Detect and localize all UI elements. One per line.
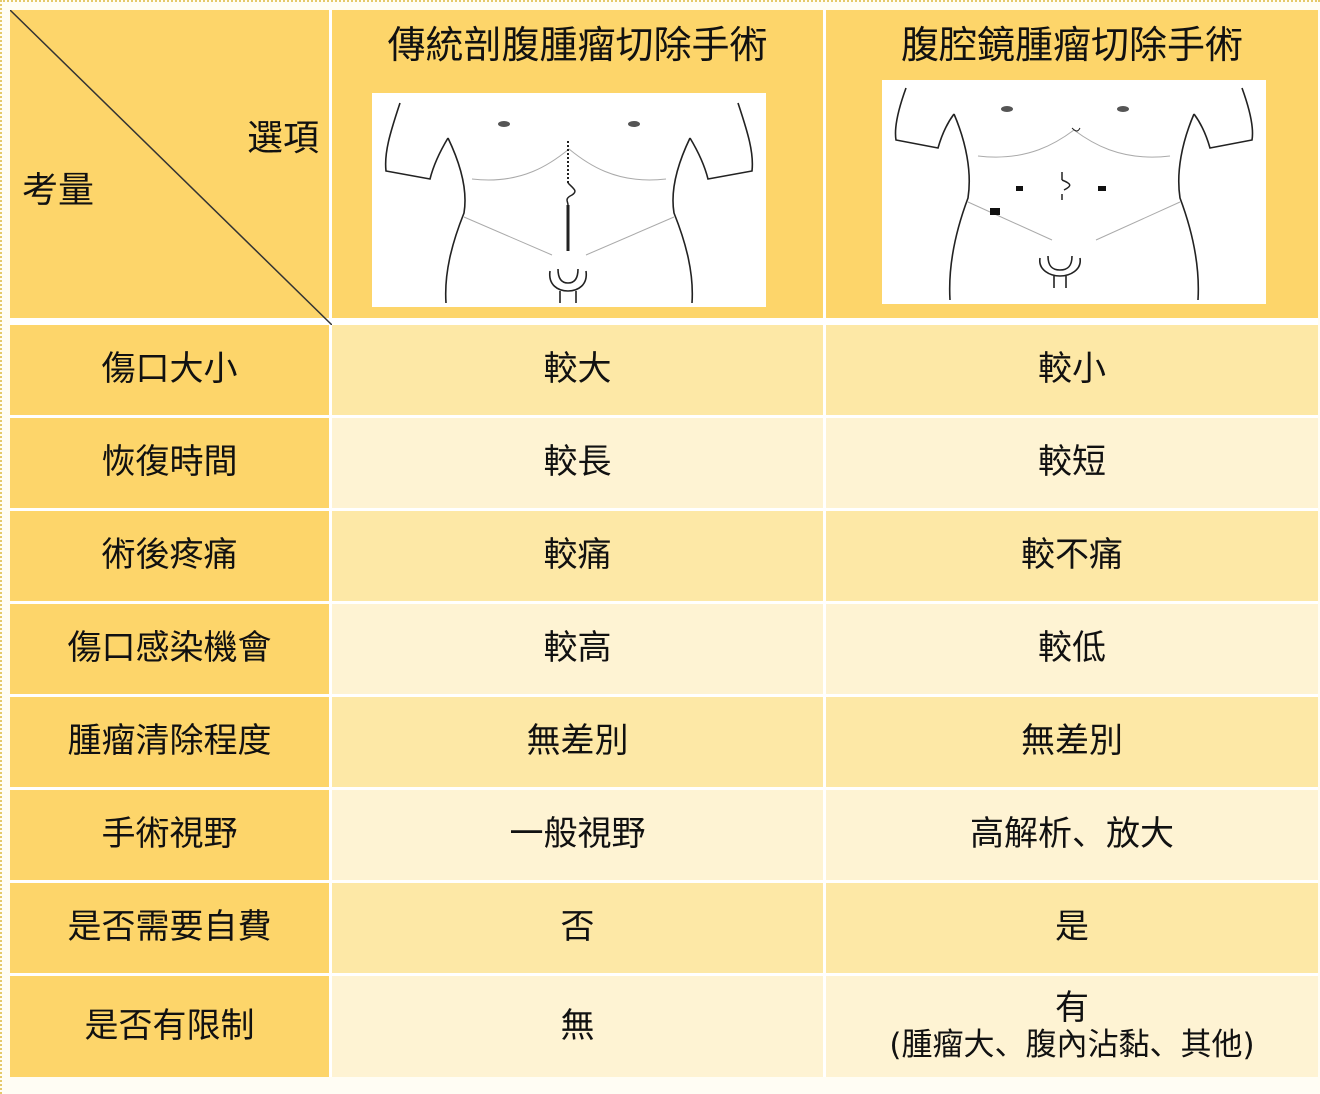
traditional-value: 一般視野 bbox=[332, 790, 826, 883]
open-surgery-incision-illustration bbox=[372, 93, 766, 307]
laparoscopic-value: 有 (腫瘤大、腹內沾黏、其他) bbox=[826, 976, 1318, 1077]
table-row: 是否需要自費 否 是 bbox=[10, 883, 1318, 976]
laparoscopic-incision-illustration bbox=[882, 80, 1266, 304]
row-label: 術後疼痛 bbox=[10, 511, 332, 604]
laparoscopic-surgery-title: 腹腔鏡腫瘤切除手術 bbox=[900, 23, 1243, 67]
traditional-value: 較大 bbox=[332, 325, 826, 418]
header-laparoscopic-surgery: 腹腔鏡腫瘤切除手術 bbox=[826, 10, 1318, 325]
traditional-value: 無差別 bbox=[332, 697, 826, 790]
laparoscopic-value: 較短 bbox=[826, 418, 1318, 511]
row-label: 手術視野 bbox=[10, 790, 332, 883]
laparoscopic-value: 高解析、放大 bbox=[826, 790, 1318, 883]
header-row: 選項 考量 傳統剖腹腫瘤切除手術 bbox=[10, 10, 1318, 325]
traditional-surgery-title: 傳統剖腹腫瘤切除手術 bbox=[387, 23, 768, 67]
consideration-label: 考量 bbox=[22, 170, 95, 211]
row-label: 傷口大小 bbox=[10, 325, 332, 418]
laparoscopic-value: 較不痛 bbox=[826, 511, 1318, 604]
traditional-value: 較長 bbox=[332, 418, 826, 511]
laparoscopic-value: 無差別 bbox=[826, 697, 1318, 790]
row-label: 是否需要自費 bbox=[10, 883, 332, 976]
table-row: 是否有限制 無 有 (腫瘤大、腹內沾黏、其他) bbox=[10, 976, 1318, 1077]
row-label: 傷口感染機會 bbox=[10, 604, 332, 697]
options-label: 選項 bbox=[246, 118, 319, 159]
header-traditional-surgery: 傳統剖腹腫瘤切除手術 bbox=[332, 10, 826, 325]
traditional-value: 無 bbox=[332, 976, 826, 1077]
laparoscopic-value: 較小 bbox=[826, 325, 1318, 418]
surgery-comparison-table: 選項 考量 傳統剖腹腫瘤切除手術 bbox=[10, 10, 1318, 1077]
traditional-value: 較痛 bbox=[332, 511, 826, 604]
table-row: 傷口感染機會 較高 較低 bbox=[10, 604, 1318, 697]
laparoscopic-limit-note: (腫瘤大、腹內沾黏、其他) bbox=[889, 1027, 1255, 1064]
diagonal-divider bbox=[10, 10, 332, 325]
table-row: 腫瘤清除程度 無差別 無差別 bbox=[10, 697, 1318, 790]
table-row: 恢復時間 較長 較短 bbox=[10, 418, 1318, 511]
row-label: 恢復時間 bbox=[10, 418, 332, 511]
traditional-value: 否 bbox=[332, 883, 826, 976]
table-row: 傷口大小 較大 較小 bbox=[10, 325, 1318, 418]
table-row: 手術視野 一般視野 高解析、放大 bbox=[10, 790, 1318, 883]
traditional-value: 較高 bbox=[332, 604, 826, 697]
table-row: 術後疼痛 較痛 較不痛 bbox=[10, 511, 1318, 604]
corner-cell: 選項 考量 bbox=[10, 10, 332, 325]
laparoscopic-limit-value: 有 bbox=[1055, 988, 1089, 1029]
row-label: 腫瘤清除程度 bbox=[10, 697, 332, 790]
laparoscopic-value: 是 bbox=[826, 883, 1318, 976]
row-label: 是否有限制 bbox=[10, 976, 332, 1077]
laparoscopic-value: 較低 bbox=[826, 604, 1318, 697]
